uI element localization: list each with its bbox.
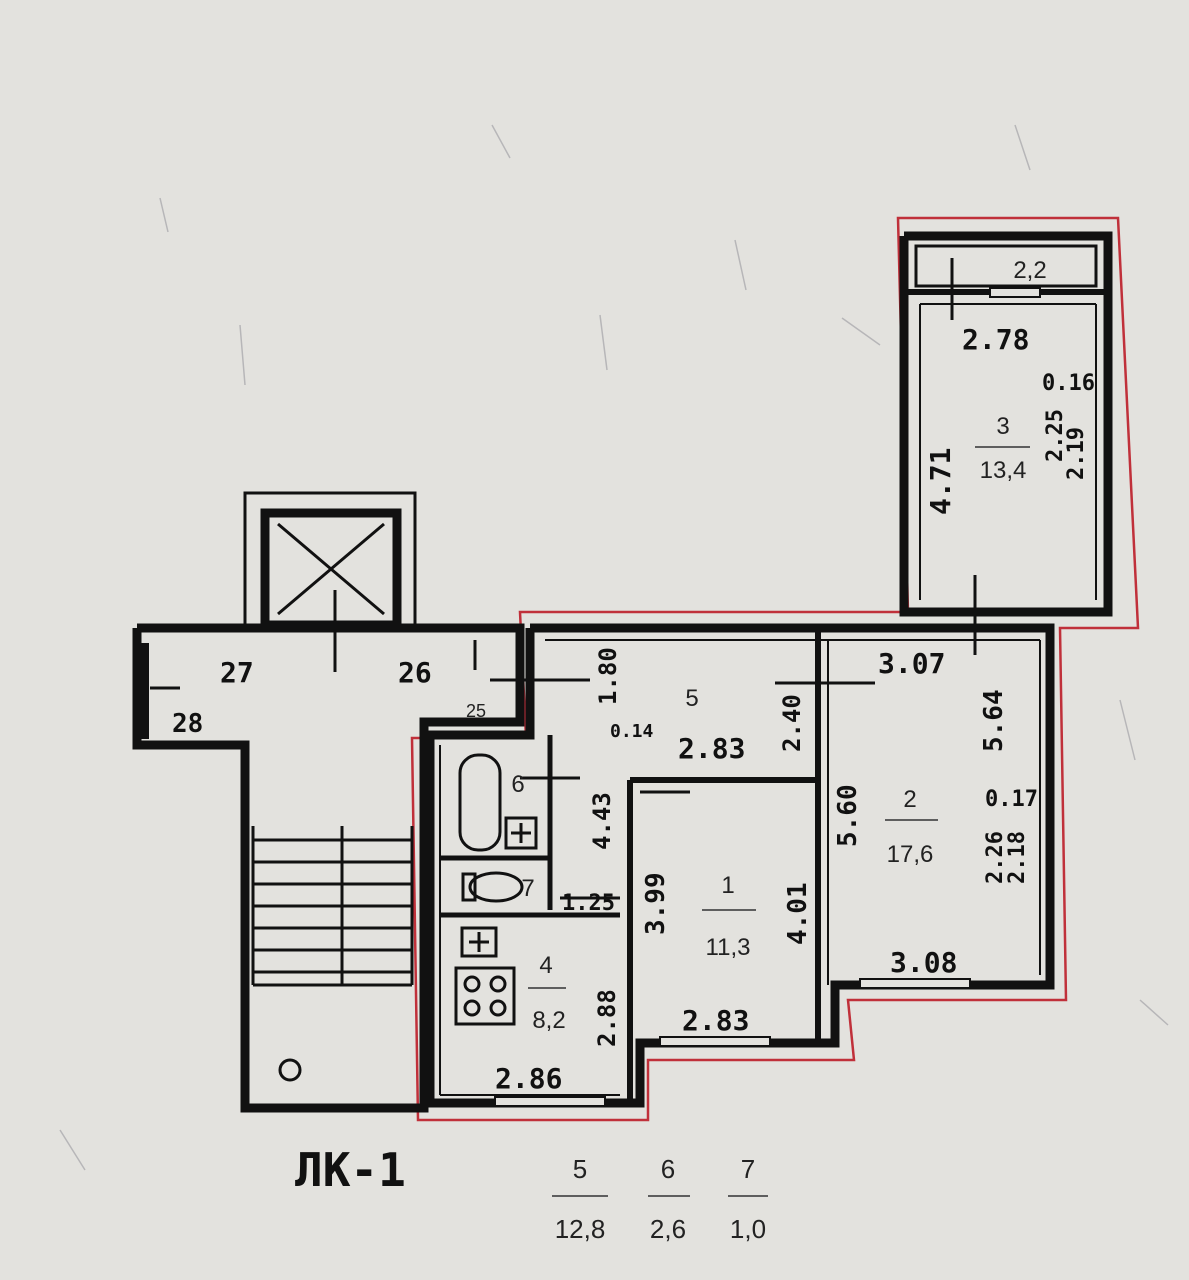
apartment-walls <box>333 231 1113 1108</box>
legend-room-5: 5 <box>573 1154 587 1184</box>
legend-room-6: 6 <box>661 1154 675 1184</box>
dimensions: 2.78 4.71 0.16 2.25 2.19 1.80 0.14 2.40 … <box>495 323 1095 1095</box>
stove <box>454 966 516 1026</box>
dim-r7-right: 1.25 <box>562 891 615 916</box>
corridor-number-27: 27 <box>220 656 254 689</box>
area-legend: 5 12,8 6 2,6 7 1,0 <box>552 1154 768 1244</box>
room-6-number: 6 <box>511 771 524 798</box>
dim-r2-right-b: 0.17 <box>985 787 1038 812</box>
room-1-number: 1 <box>721 872 734 899</box>
dim-r2-left: 5.60 <box>833 784 863 847</box>
toilet <box>468 871 524 903</box>
section-label: ЛК-1 <box>295 1143 406 1197</box>
room-2-number: 2 <box>903 786 916 813</box>
legend-area-7: 1,0 <box>730 1214 766 1244</box>
dim-r3-left: 4.71 <box>924 448 957 515</box>
stair-hall <box>132 623 525 1113</box>
dim-r2-right-d: 2.18 <box>1005 831 1030 884</box>
dim-r2-top: 3.07 <box>878 647 945 680</box>
stairs <box>251 826 414 987</box>
room-3-area: 13,4 <box>980 457 1027 484</box>
dim-r2-bottom: 3.08 <box>890 946 957 979</box>
room-4-number: 4 <box>539 952 552 979</box>
room-1-area: 11,3 <box>706 934 751 961</box>
legend-area-6: 2,6 <box>650 1214 686 1244</box>
dim-r5-right: 2.40 <box>778 694 806 752</box>
corridor-number-28: 28 <box>172 709 203 739</box>
dim-r1-left: 3.99 <box>641 872 671 935</box>
room-2-area: 17,6 <box>887 841 934 868</box>
legend-area-5: 12,8 <box>555 1214 606 1244</box>
dim-r3-top: 2.78 <box>962 323 1029 356</box>
dim-r6-right: 4.43 <box>588 792 616 850</box>
dim-r3-right-c: 2.19 <box>1064 427 1089 480</box>
stair-circle <box>278 1058 302 1082</box>
dim-r5-left-b: 0.14 <box>610 721 654 742</box>
dim-r4-right: 2.88 <box>593 989 621 1047</box>
room-7-number: 7 <box>521 875 534 902</box>
dim-r4-bottom: 2.86 <box>495 1062 562 1095</box>
elevator-shaft <box>243 491 417 630</box>
legend-room-7: 7 <box>741 1154 755 1184</box>
room-labels: 3 13,4 5 2 17,6 1 11,3 4 8,2 6 7 2,2 <box>511 257 1046 1034</box>
corridor-number-25: 25 <box>466 701 486 721</box>
corridor-numbers: 27 26 25 28 <box>172 656 486 739</box>
sink-kitchen <box>460 926 498 958</box>
dim-r1-bottom: 2.83 <box>682 1004 749 1037</box>
sink-bath <box>504 816 538 850</box>
dim-r2-right-a: 5.64 <box>979 689 1009 752</box>
paper-fibers <box>59 124 1169 1171</box>
bathtub <box>458 753 502 852</box>
dim-r1-right: 4.01 <box>783 882 813 945</box>
dim-r3-right-a: 0.16 <box>1042 371 1095 396</box>
room-4-area: 8,2 <box>532 1007 565 1034</box>
balcony-area: 2,2 <box>1013 257 1046 284</box>
dim-r5-bottom: 2.83 <box>678 732 745 765</box>
dim-r2-right-c: 2.26 <box>983 831 1008 884</box>
room-3-number: 3 <box>996 413 1009 440</box>
room-5-number: 5 <box>685 685 698 712</box>
dim-r5-left: 1.80 <box>594 647 622 705</box>
corridor-number-26: 26 <box>398 656 432 689</box>
dim-r3-right-b: 2.25 <box>1043 409 1068 462</box>
